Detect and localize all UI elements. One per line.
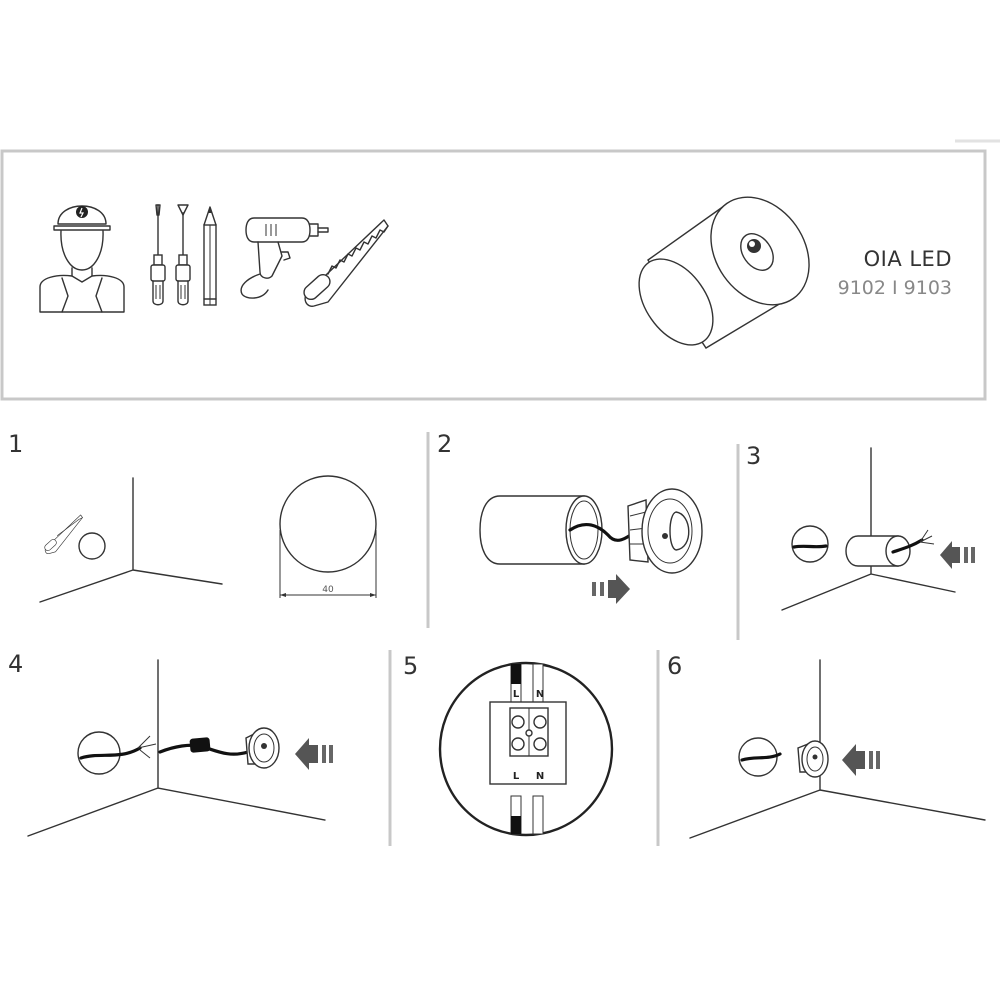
drill-icon xyxy=(240,217,329,299)
step-6-panel: 6 xyxy=(667,652,986,839)
terminal-top-left: L xyxy=(513,689,520,700)
hole-circle xyxy=(78,532,106,560)
step-5-panel: 5 L N L N xyxy=(403,652,614,837)
step-4-number: 4 xyxy=(8,650,23,678)
step-5-number: 5 xyxy=(403,652,418,680)
product-title: OIA LED xyxy=(864,247,952,271)
step-3-panel: 3 xyxy=(746,442,975,611)
pencil-icon xyxy=(203,206,217,306)
step-2-panel: 2 xyxy=(437,430,703,604)
step-3-number: 3 xyxy=(746,442,761,470)
product-codes: 9102 I 9103 xyxy=(838,277,952,299)
terminal-top-right: N xyxy=(536,689,544,700)
step-1-panel: 1 40 xyxy=(8,430,377,603)
saw-icon xyxy=(303,219,389,307)
step-4-panel: 4 xyxy=(8,650,333,837)
step-2-number: 2 xyxy=(437,430,452,458)
push-arrow-icon xyxy=(592,574,630,604)
product-luminaire-icon xyxy=(638,196,810,349)
dimension-label: 40 xyxy=(322,585,334,595)
terminal-bottom-left: L xyxy=(513,771,520,782)
screwdriver-phillips-icon xyxy=(175,204,191,306)
hole-template-circle xyxy=(279,475,377,573)
terminal-bottom-right: N xyxy=(536,771,544,782)
header-frame xyxy=(0,149,987,401)
push-arrow-icon xyxy=(940,541,975,569)
electrician-icon xyxy=(39,205,125,313)
screwdriver-flat-icon xyxy=(150,204,166,306)
push-arrow-icon xyxy=(295,738,333,770)
step-6-number: 6 xyxy=(667,652,682,680)
push-arrow-icon xyxy=(842,744,880,776)
saw-small-icon xyxy=(44,514,83,555)
step-1-number: 1 xyxy=(8,430,23,458)
